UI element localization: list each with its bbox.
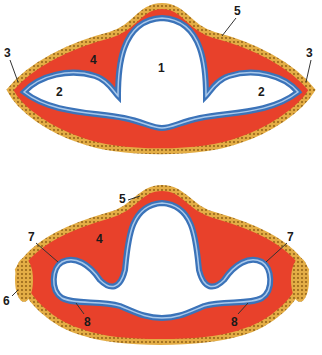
callout-number: 4 bbox=[90, 54, 97, 66]
callout-number: 7 bbox=[287, 231, 294, 243]
callout-number: 3 bbox=[306, 47, 313, 59]
cavity-lining bbox=[54, 203, 271, 318]
callout-number: 3 bbox=[4, 47, 11, 59]
callout-number: 5 bbox=[119, 193, 126, 205]
callout-number: 7 bbox=[28, 231, 35, 243]
callout-number: 2 bbox=[56, 86, 63, 98]
mesoderm bbox=[10, 6, 312, 151]
cavity bbox=[54, 203, 271, 318]
callout-number: 5 bbox=[234, 5, 241, 17]
ectoderm-thickening bbox=[15, 258, 33, 302]
cavity-lining bbox=[24, 18, 298, 128]
callout-number: 6 bbox=[3, 295, 10, 307]
leader-lines bbox=[10, 18, 311, 314]
callout-number: 1 bbox=[158, 62, 165, 74]
ectoderm-thickening bbox=[291, 258, 309, 302]
callout-number: 2 bbox=[258, 86, 265, 98]
callout-number: 8 bbox=[84, 316, 91, 328]
cavity bbox=[24, 18, 298, 128]
callout-number: 4 bbox=[96, 233, 103, 245]
mesoderm bbox=[18, 188, 306, 342]
callout-number: 8 bbox=[231, 316, 238, 328]
